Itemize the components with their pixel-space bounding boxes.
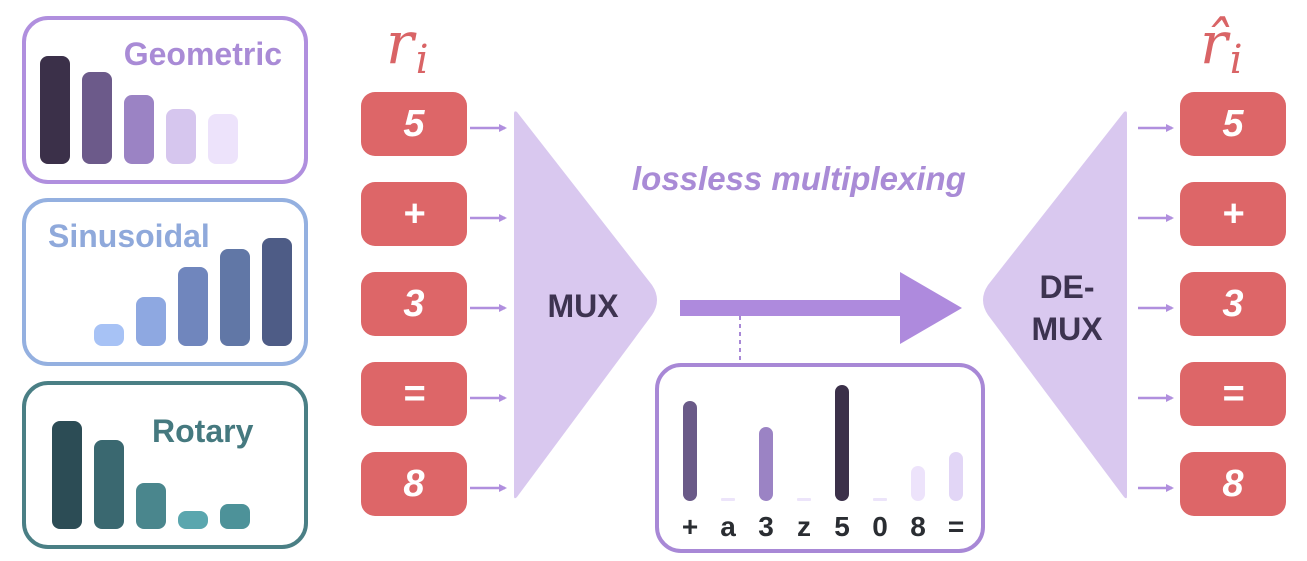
panel-geometric-bar	[40, 56, 70, 164]
sequence-bar	[759, 427, 773, 501]
panel-geometric-bar	[208, 114, 238, 164]
input-arrows	[470, 124, 507, 492]
input-token: =	[361, 362, 467, 426]
caption-lossless-multiplexing: lossless multiplexing	[632, 160, 966, 197]
input-symbol-letter: r	[386, 9, 414, 77]
mux-shape	[514, 111, 657, 499]
output-token: 3	[1180, 272, 1286, 336]
sequence-bar	[835, 385, 849, 501]
multiplex-arrow-shaft	[680, 300, 920, 316]
sequence-label: +	[681, 511, 699, 542]
panel-sinusoidal-bar	[262, 238, 292, 346]
sequence-label: 5	[834, 511, 850, 542]
panel-rotary-bar	[136, 483, 166, 529]
panel-sinusoidal-title: Sinusoidal	[48, 218, 210, 254]
panel-rotary-title: Rotary	[152, 413, 254, 449]
output-token: +	[1180, 182, 1286, 246]
sequence-label: z	[797, 511, 811, 542]
input-symbol-subscript: i	[415, 37, 429, 83]
sequence-bar	[949, 452, 963, 501]
sequence-label: 8	[910, 511, 926, 542]
output-token: 5	[1180, 92, 1286, 156]
demux-label-line-2: MUX	[1031, 311, 1103, 347]
panel-geometric-bar	[124, 95, 154, 164]
sequence-label: a	[720, 511, 736, 542]
output-symbol-letter: r̂	[1200, 9, 1228, 77]
panel-sinusoidal-bar	[94, 324, 124, 346]
panel-rotary-bar	[178, 511, 208, 529]
sequence-bar	[911, 466, 925, 501]
panel-rotary-bar	[220, 504, 250, 529]
panel-sinusoidal-bar	[178, 267, 208, 346]
panel-geometric: Geometric	[22, 16, 308, 184]
sequence-label: 3	[758, 511, 774, 542]
sequence-bar	[873, 498, 887, 501]
mux-label: MUX	[547, 288, 619, 324]
panel-sinusoidal-bar	[220, 249, 250, 346]
panel-rotary: Rotary	[22, 381, 308, 549]
panel-geometric-title: Geometric	[123, 36, 282, 72]
demux-shape	[983, 111, 1127, 499]
panel-sinusoidal-bar	[136, 297, 166, 346]
demux-label: DE- MUX	[1014, 266, 1120, 350]
panel-rotary-bar	[52, 421, 82, 529]
multiplex-arrow-head	[900, 272, 962, 344]
panel-geometric-bar	[82, 72, 112, 164]
input-symbol: ri	[386, 14, 429, 80]
panel-rotary-bar	[94, 440, 124, 529]
output-token: 8	[1180, 452, 1286, 516]
sequence-bar	[797, 498, 811, 501]
input-token: +	[361, 182, 467, 246]
output-symbol-subscript: i	[1229, 37, 1243, 83]
demux-label-line-1: DE-	[1039, 269, 1095, 305]
output-arrows	[1138, 124, 1174, 492]
input-token: 8	[361, 452, 467, 516]
input-token: 5	[361, 92, 467, 156]
sequence-label: =	[947, 511, 965, 542]
panel-sinusoidal: Sinusoidal	[22, 198, 308, 366]
input-token: 3	[361, 272, 467, 336]
sequence-bar	[721, 498, 735, 501]
sequence-bar	[683, 401, 697, 501]
output-symbol: r̂i	[1200, 14, 1243, 80]
sequence-label: 0	[872, 511, 888, 542]
panel-geometric-bar	[166, 109, 196, 164]
output-token: =	[1180, 362, 1286, 426]
